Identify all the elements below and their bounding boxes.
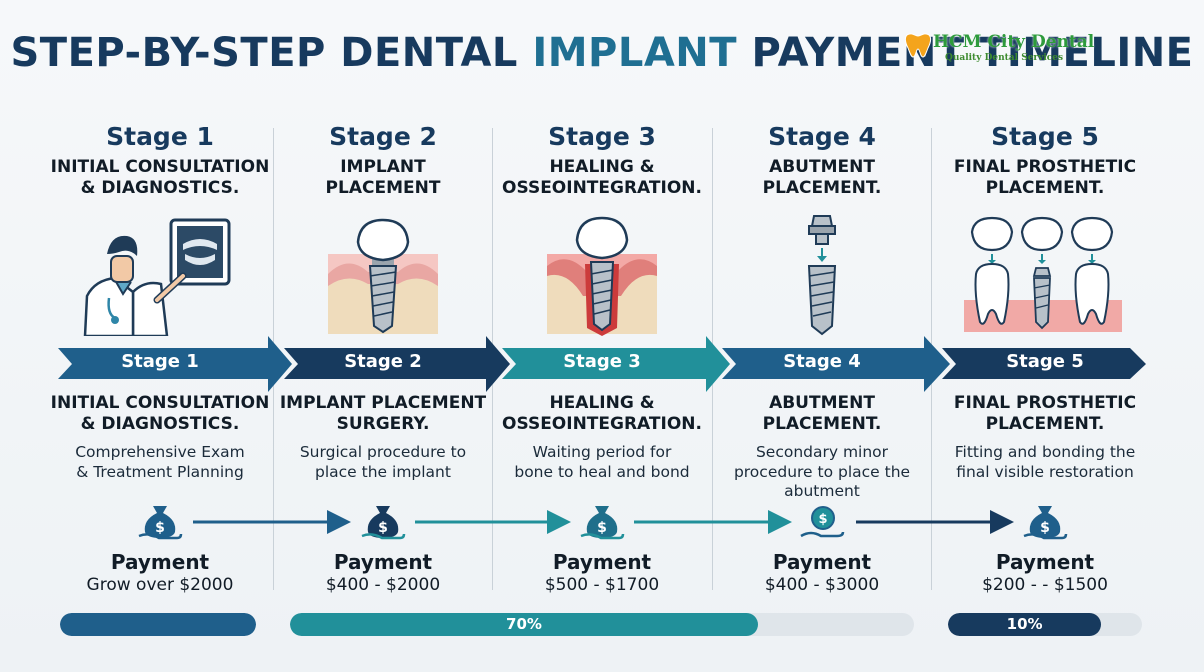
implant-in-bone-icon: [328, 218, 438, 334]
title-part-2: IMPLANT: [532, 30, 738, 76]
stage-heading: ABUTMENT PLACEMENT.: [762, 393, 882, 434]
stage-detail: Secondary minor procedure to place the a…: [733, 443, 911, 500]
money-bag-icon: $: [580, 506, 625, 540]
svg-text:$: $: [155, 520, 165, 536]
stage-heading: INITIAL CONSULTATION & DIAGNOSTICS.: [50, 393, 270, 434]
stage-1-chevron: [58, 336, 292, 392]
payment-label: Payment: [333, 550, 433, 574]
payment-amount: $200 - - $1500: [982, 575, 1108, 595]
progress-bar-1: [60, 613, 256, 636]
progress-label: 70%: [506, 615, 542, 633]
stage-description: INITIAL CONSULTATION & DIAGNOSTICS.: [50, 157, 270, 198]
stage-heading: FINAL PROSTHETIC PLACEMENT.: [953, 393, 1137, 434]
chevron-label: Stage 3: [563, 351, 641, 372]
page-title: STEP-BY-STEP DENTAL IMPLANT PAYMENT TIME…: [0, 30, 1204, 76]
stage-description: HEALING & OSSEOINTEGRATION.: [502, 157, 702, 198]
stage-5-column: Stage 5 FINAL PROSTHETIC PLACEMENT. Stag…: [935, 0, 1155, 672]
progress-label: 10%: [1006, 615, 1043, 633]
stage-heading: IMPLANT PLACEMENT SURGERY.: [279, 393, 487, 434]
chevron-label: Stage 2: [344, 351, 422, 372]
stage-1-column: Stage 1 INITIAL CONSULTATION & DIAGNOSTI…: [50, 0, 270, 672]
progress-fill: [290, 613, 758, 636]
crowns-on-teeth-icon: [964, 216, 1122, 332]
progress-fill: [60, 613, 256, 636]
stage-description: FINAL PROSTHETIC PLACEMENT.: [953, 157, 1137, 198]
progress-bar-2: 70%: [290, 613, 914, 636]
payment-label: Payment: [552, 550, 652, 574]
svg-text:$: $: [818, 512, 827, 527]
stage-detail: Surgical procedure to place the implant: [299, 443, 467, 481]
stage-detail: Waiting period for bone to heal and bond: [514, 443, 690, 481]
progress-label: [60, 613, 256, 636]
svg-text:$: $: [378, 520, 388, 536]
title-part-1: STEP-BY-STEP DENTAL: [10, 30, 533, 76]
chevron-label: Stage 1: [121, 351, 199, 372]
money-bag-icon: $: [1023, 506, 1068, 540]
stage-title: Stage 5: [991, 122, 1099, 151]
payment-amount: Grow over $2000: [86, 575, 234, 595]
dentist-xray-icon: [83, 218, 231, 336]
svg-text:$: $: [1040, 520, 1050, 536]
stage-title: Stage 4: [768, 122, 876, 151]
stage-5-chevron: [942, 348, 1146, 379]
stage-title: Stage 2: [329, 122, 437, 151]
stage-title: Stage 1: [106, 122, 214, 151]
brand-logo: HCM City Dental Quality Dental Services: [903, 30, 1094, 70]
stage-4-chevron: [722, 336, 950, 392]
stage-chevron-band: [58, 336, 1146, 392]
money-bag-icon: $: [361, 506, 406, 540]
payment-amount: $400 - $2000: [325, 575, 441, 595]
tooth-logo-icon: [904, 33, 932, 58]
stage-detail: Fitting and bonding the final visible re…: [954, 443, 1136, 481]
payment-label: Payment: [110, 550, 210, 574]
stage-3-column: Stage 3 HEALING & OSSEOINTEGRATION. Stag…: [492, 0, 712, 672]
brand-tagline: Quality Dental Services: [945, 53, 1064, 63]
stage-heading: HEALING & OSSEOINTEGRATION.: [502, 393, 702, 434]
brand-name: HCM City Dental: [933, 32, 1095, 52]
chevron-label: Stage 4: [783, 351, 861, 372]
payment-label: Payment: [995, 550, 1095, 574]
progress-fill: [948, 613, 1102, 636]
stage-2-column: Stage 2 IMPLANT PLACEMENT Stage 2 IMPLAN…: [273, 0, 493, 672]
stage-detail: Comprehensive Exam & Treatment Planning: [75, 443, 245, 481]
payment-flow-arrows: [193, 510, 1014, 534]
stage-3-chevron: [502, 336, 730, 392]
stage-description: ABUTMENT PLACEMENT.: [762, 157, 882, 198]
healing-implant-icon: [547, 216, 657, 336]
stage-4-column: Stage 4 ABUTMENT PLACEMENT. Stage 4 ABUT…: [712, 0, 932, 672]
stage-2-chevron: [284, 336, 510, 392]
stage-title: Stage 3: [548, 122, 656, 151]
svg-text:$: $: [597, 520, 607, 536]
payment-label: Payment: [772, 550, 872, 574]
payment-amount: $400 - $3000: [764, 575, 880, 595]
stage-description: IMPLANT PLACEMENT: [325, 157, 441, 198]
progress-bar-3: 10%: [948, 613, 1142, 636]
coin-hand-icon: $: [800, 506, 845, 538]
abutment-screw-icon: [807, 215, 837, 336]
money-bag-icon: $: [138, 506, 183, 540]
title-part-3: PAYMENT TIMELINE: [737, 30, 1194, 76]
chevron-label: Stage 5: [1006, 351, 1084, 372]
payment-amount: $500 - $1700: [544, 575, 660, 595]
